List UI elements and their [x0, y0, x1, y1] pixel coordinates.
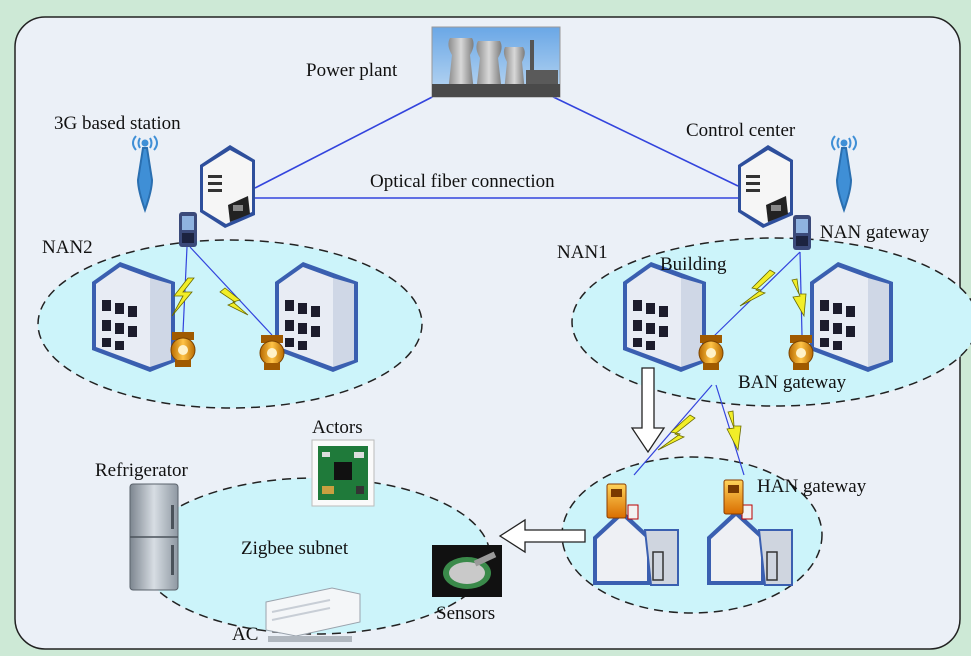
air-conditioner-icon [265, 587, 361, 642]
meter-icon-nan2-right [259, 335, 285, 370]
refrigerator-label: Refrigerator [95, 460, 188, 481]
building-icon-nan2-left [92, 262, 175, 372]
antenna-icon-right [831, 135, 857, 214]
wireless-bolt-icon-4 [791, 278, 807, 318]
actors-board-icon [311, 439, 375, 507]
house-icon-right [707, 504, 793, 586]
building-label: Building [660, 254, 727, 275]
link-gw-ban-2 [799, 251, 803, 336]
server-icon-station [200, 145, 255, 228]
han-gateway-label: HAN gateway [757, 476, 867, 497]
power-plant-icon [431, 26, 561, 98]
meter-icon-nan1-right [788, 335, 814, 370]
control-center-label: Control center [686, 120, 796, 141]
ac-label: AC [232, 624, 259, 645]
nan1-label: NAN1 [557, 242, 608, 263]
zigbee-subnet-label: Zigbee subnet [241, 538, 349, 559]
building-icon-nan1-right [810, 262, 893, 372]
actors-label: Actors [312, 417, 363, 438]
wireless-bolt-icon-5 [657, 414, 696, 451]
down-arrow-icon [630, 367, 666, 454]
nan-gateway-device-right [793, 215, 811, 250]
sensor-board-icon [432, 545, 502, 597]
wireless-bolt-icon-3 [739, 269, 776, 307]
antenna-icon-left [132, 135, 158, 214]
nan-gateway-label: NAN gateway [820, 222, 930, 243]
optical-fiber-label: Optical fiber connection [370, 171, 555, 192]
left-arrow-icon [498, 518, 586, 554]
nan-gateway-device-left [179, 212, 197, 247]
han-gateway-device-left [606, 483, 627, 519]
wireless-bolt-icon-2 [219, 287, 249, 316]
han-gateway-device-right [723, 479, 744, 515]
base-station-label: 3G based station [54, 113, 181, 134]
link-plant-control [544, 92, 739, 187]
meter-icon-nan1-left [698, 335, 724, 370]
wireless-bolt-icon-6 [726, 410, 742, 452]
building-icon-nan1-left [623, 262, 706, 372]
house-icon-left [593, 504, 679, 586]
meter-icon-nan2-left [170, 332, 196, 367]
power-plant-label: Power plant [306, 60, 398, 81]
link-gw-nan2-2 [189, 246, 273, 336]
link-station-plant [254, 92, 441, 189]
nan2-label: NAN2 [42, 237, 93, 258]
building-icon-nan2-right [275, 262, 358, 372]
sensors-label: Sensors [436, 603, 496, 624]
wireless-bolt-icon-1 [171, 277, 195, 317]
ban-gateway-label: BAN gateway [738, 372, 847, 393]
server-icon-control-center [738, 145, 793, 228]
refrigerator-icon [129, 483, 179, 591]
